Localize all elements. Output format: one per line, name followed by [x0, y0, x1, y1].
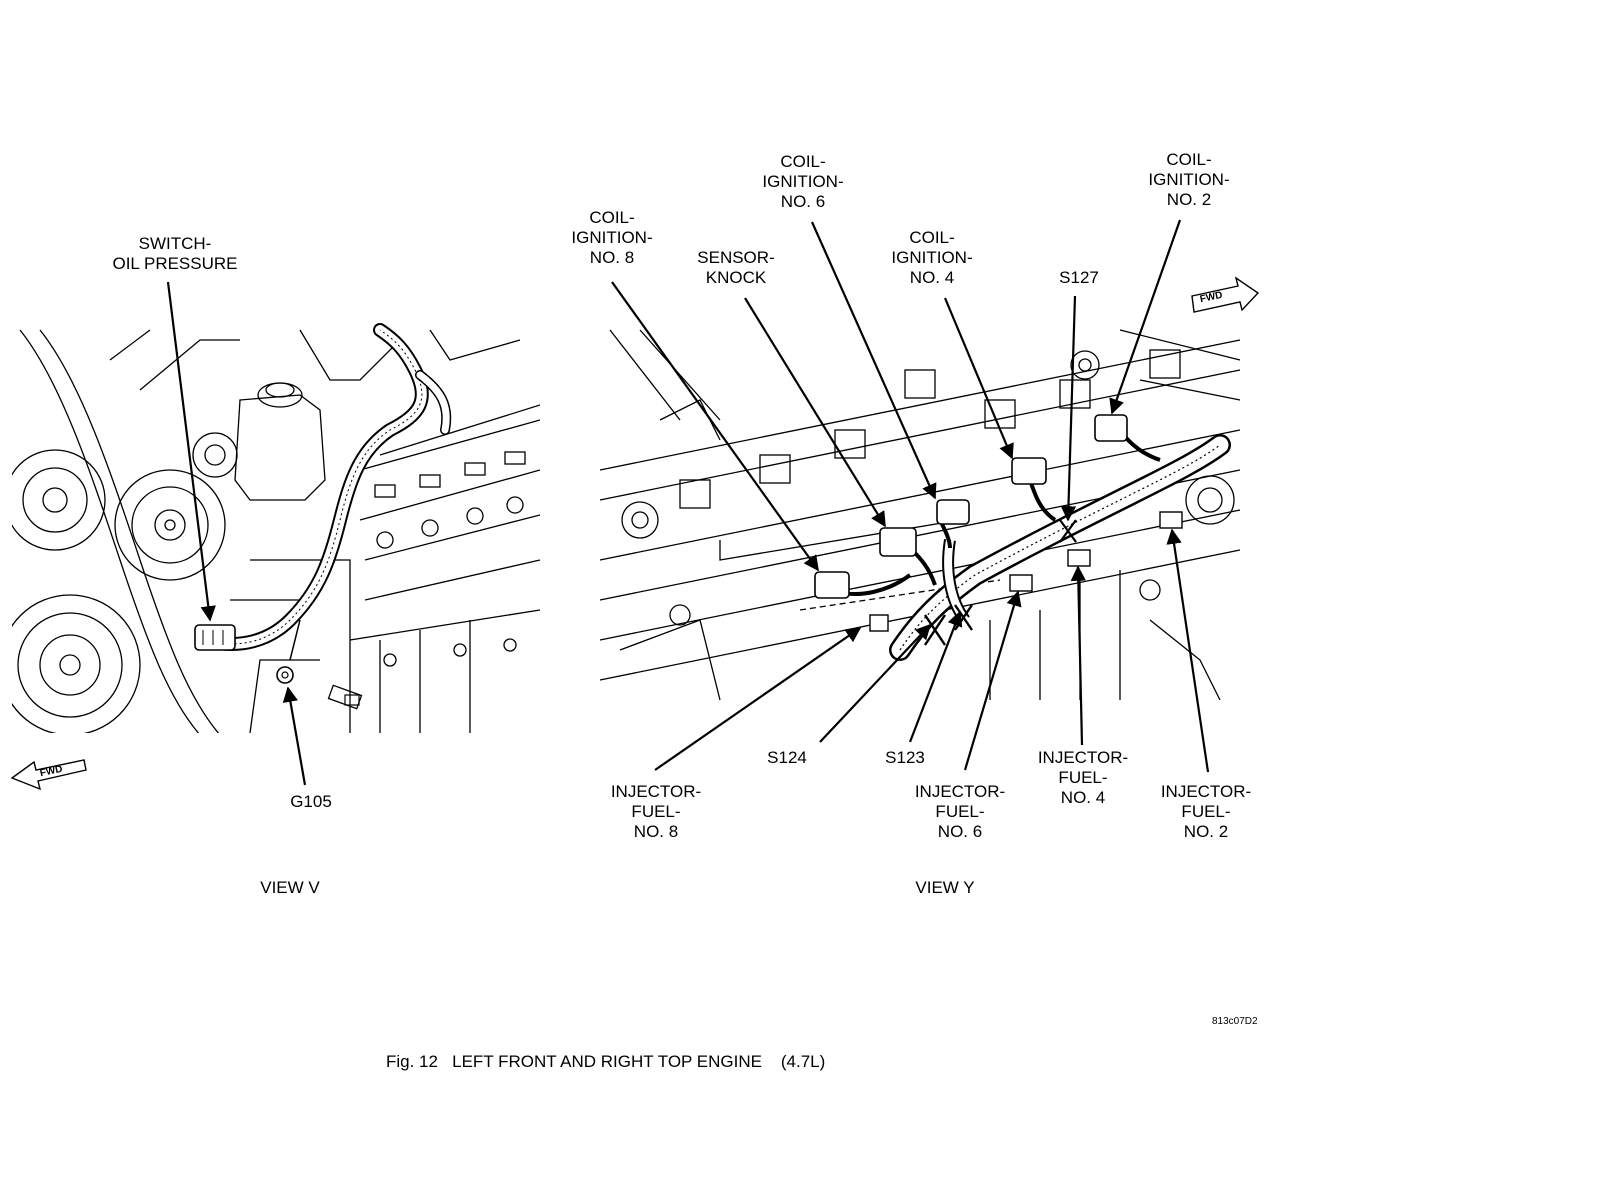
- left-wiring-harness: [194, 323, 452, 706]
- label-coil-ignition-8: COIL- IGNITION- NO. 8: [571, 208, 653, 267]
- figure-caption: Fig. 12 LEFT FRONT AND RIGHT TOP ENGINE …: [386, 1052, 826, 1071]
- label-injector-fuel-4: INJECTOR- FUEL- NO. 4: [1037, 748, 1129, 807]
- label-sensor-knock: SENSOR- KNOCK: [697, 248, 775, 287]
- label-injector-fuel-8: INJECTOR- FUEL- NO. 8: [610, 782, 702, 841]
- label-view-y: VIEW Y: [915, 878, 975, 897]
- right-leader-lines: [611, 219, 1210, 773]
- label-g105: G105: [290, 792, 332, 811]
- left-fwd-arrow: [10, 759, 87, 791]
- label-switch-oil-pressure: SWITCH- OIL PRESSURE: [112, 234, 238, 273]
- figure-code: 813c07D2: [1212, 1016, 1258, 1027]
- left-engine-drawing: [12, 329, 540, 733]
- label-s127: S127: [1059, 268, 1099, 287]
- label-coil-ignition-6: COIL- IGNITION- NO. 6: [762, 152, 844, 211]
- label-injector-fuel-6: INJECTOR- FUEL- NO. 6: [914, 782, 1006, 841]
- label-coil-ignition-2: COIL- IGNITION- NO. 2: [1148, 150, 1230, 209]
- label-coil-ignition-4: COIL- IGNITION- NO. 4: [891, 228, 973, 287]
- right-fwd-arrow: [1191, 276, 1260, 313]
- right-wiring-harness: [814, 414, 1231, 661]
- label-injector-fuel-2: INJECTOR- FUEL- NO. 2: [1160, 782, 1252, 841]
- left-leader-lines: [166, 281, 307, 786]
- right-engine-drawing: [599, 329, 1241, 701]
- label-s123: S123: [885, 748, 925, 767]
- label-s124: S124: [767, 748, 807, 767]
- label-view-v: VIEW V: [260, 878, 320, 897]
